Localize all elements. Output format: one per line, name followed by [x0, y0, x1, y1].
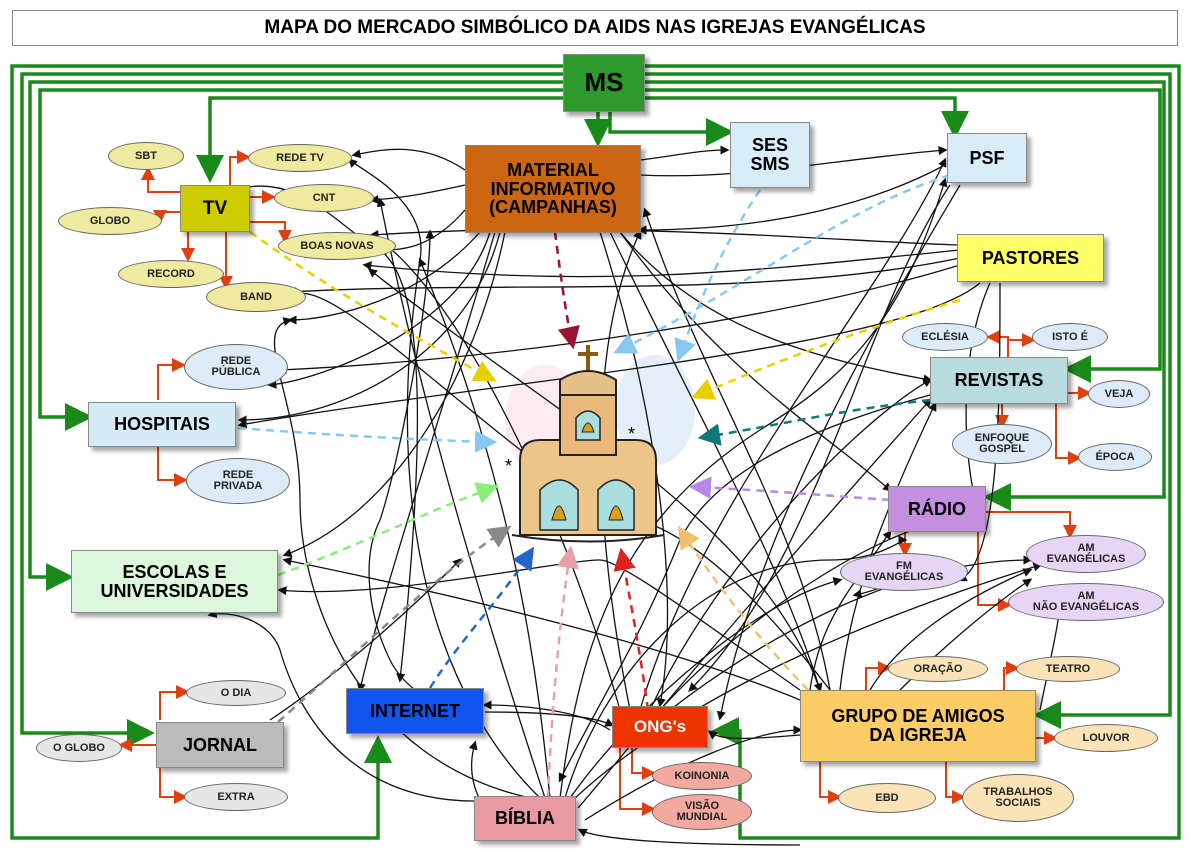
record-leaf: RECORD: [118, 260, 224, 288]
jornal-box: JORNAL: [156, 722, 284, 768]
eclesia-leaf: ECLÉSIA: [902, 323, 988, 351]
svg-text:*: *: [505, 456, 512, 476]
svg-text:*: *: [628, 424, 635, 444]
isto-e-leaf: ISTO É: [1032, 323, 1108, 351]
oracao-leaf: ORAÇÃO: [888, 656, 988, 682]
diagram-title: MAPA DO MERCADO SIMBÓLICO DA AIDS NAS IG…: [12, 10, 1178, 46]
louvor-leaf: LOUVOR: [1054, 724, 1158, 752]
hospitais-box: HOSPITAIS: [88, 402, 236, 447]
o-globo-leaf: O GLOBO: [36, 734, 122, 762]
ongs-box: ONG's: [612, 706, 708, 748]
rede-publica-leaf: REDE PÚBLICA: [184, 344, 288, 390]
fm-evangelicas-leaf: FM EVANGÉLICAS: [840, 553, 968, 591]
psf-box: PSF: [947, 133, 1027, 183]
trabalhos-sociais-leaf: TRABALHOS SOCIAIS: [962, 774, 1074, 822]
church-bell-tower-icon: * *: [505, 345, 665, 543]
visao-mundial-leaf: VISÃO MUNDIAL: [652, 794, 752, 830]
am-evangelicas-leaf: AM EVANGÉLICAS: [1026, 535, 1146, 573]
dashed-church-arrows: [237, 173, 961, 799]
material-informativo-box: MATERIAL INFORMATIVO (CAMPANHAS): [465, 145, 641, 233]
epoca-leaf: ÉPOCA: [1078, 443, 1152, 471]
ms-box: MS: [563, 54, 645, 112]
veja-leaf: VEJA: [1088, 380, 1150, 408]
teatro-leaf: TEATRO: [1016, 656, 1120, 682]
rede-privada-leaf: REDE PRIVADA: [186, 458, 290, 504]
koinonia-leaf: KOINONIA: [652, 762, 752, 790]
biblia-box: BÍBLIA: [474, 796, 576, 841]
globo-leaf: GLOBO: [58, 207, 162, 235]
ses-sms-box: SES SMS: [730, 122, 810, 188]
am-nao-evangelicas-leaf: AM NÃO EVANGÉLICAS: [1008, 583, 1164, 621]
radio-box: RÁDIO: [888, 486, 986, 532]
internet-box: INTERNET: [346, 688, 484, 734]
ms-frame-lines: [10, 64, 1181, 840]
o-dia-leaf: O DIA: [186, 680, 286, 706]
pastores-box: PASTORES: [957, 234, 1104, 282]
boas-novas-leaf: BOAS NOVAS: [278, 232, 396, 260]
rede-tv-leaf: REDE TV: [248, 144, 352, 172]
band-leaf: BAND: [206, 282, 306, 312]
cnt-leaf: CNT: [274, 184, 374, 212]
ebd-leaf: EBD: [838, 783, 936, 813]
tv-box: TV: [180, 185, 250, 232]
escolas-universidades-box: ESCOLAS E UNIVERSIDADES: [71, 550, 278, 613]
sbt-leaf: SBT: [108, 142, 184, 170]
revistas-box: REVISTAS: [930, 357, 1068, 404]
enfoque-gospel-leaf: ENFOQUE GOSPEL: [952, 424, 1052, 464]
extra-leaf: EXTRA: [184, 783, 288, 811]
grupo-amigos-igreja-box: GRUPO DE AMIGOS DA IGREJA: [800, 690, 1036, 762]
